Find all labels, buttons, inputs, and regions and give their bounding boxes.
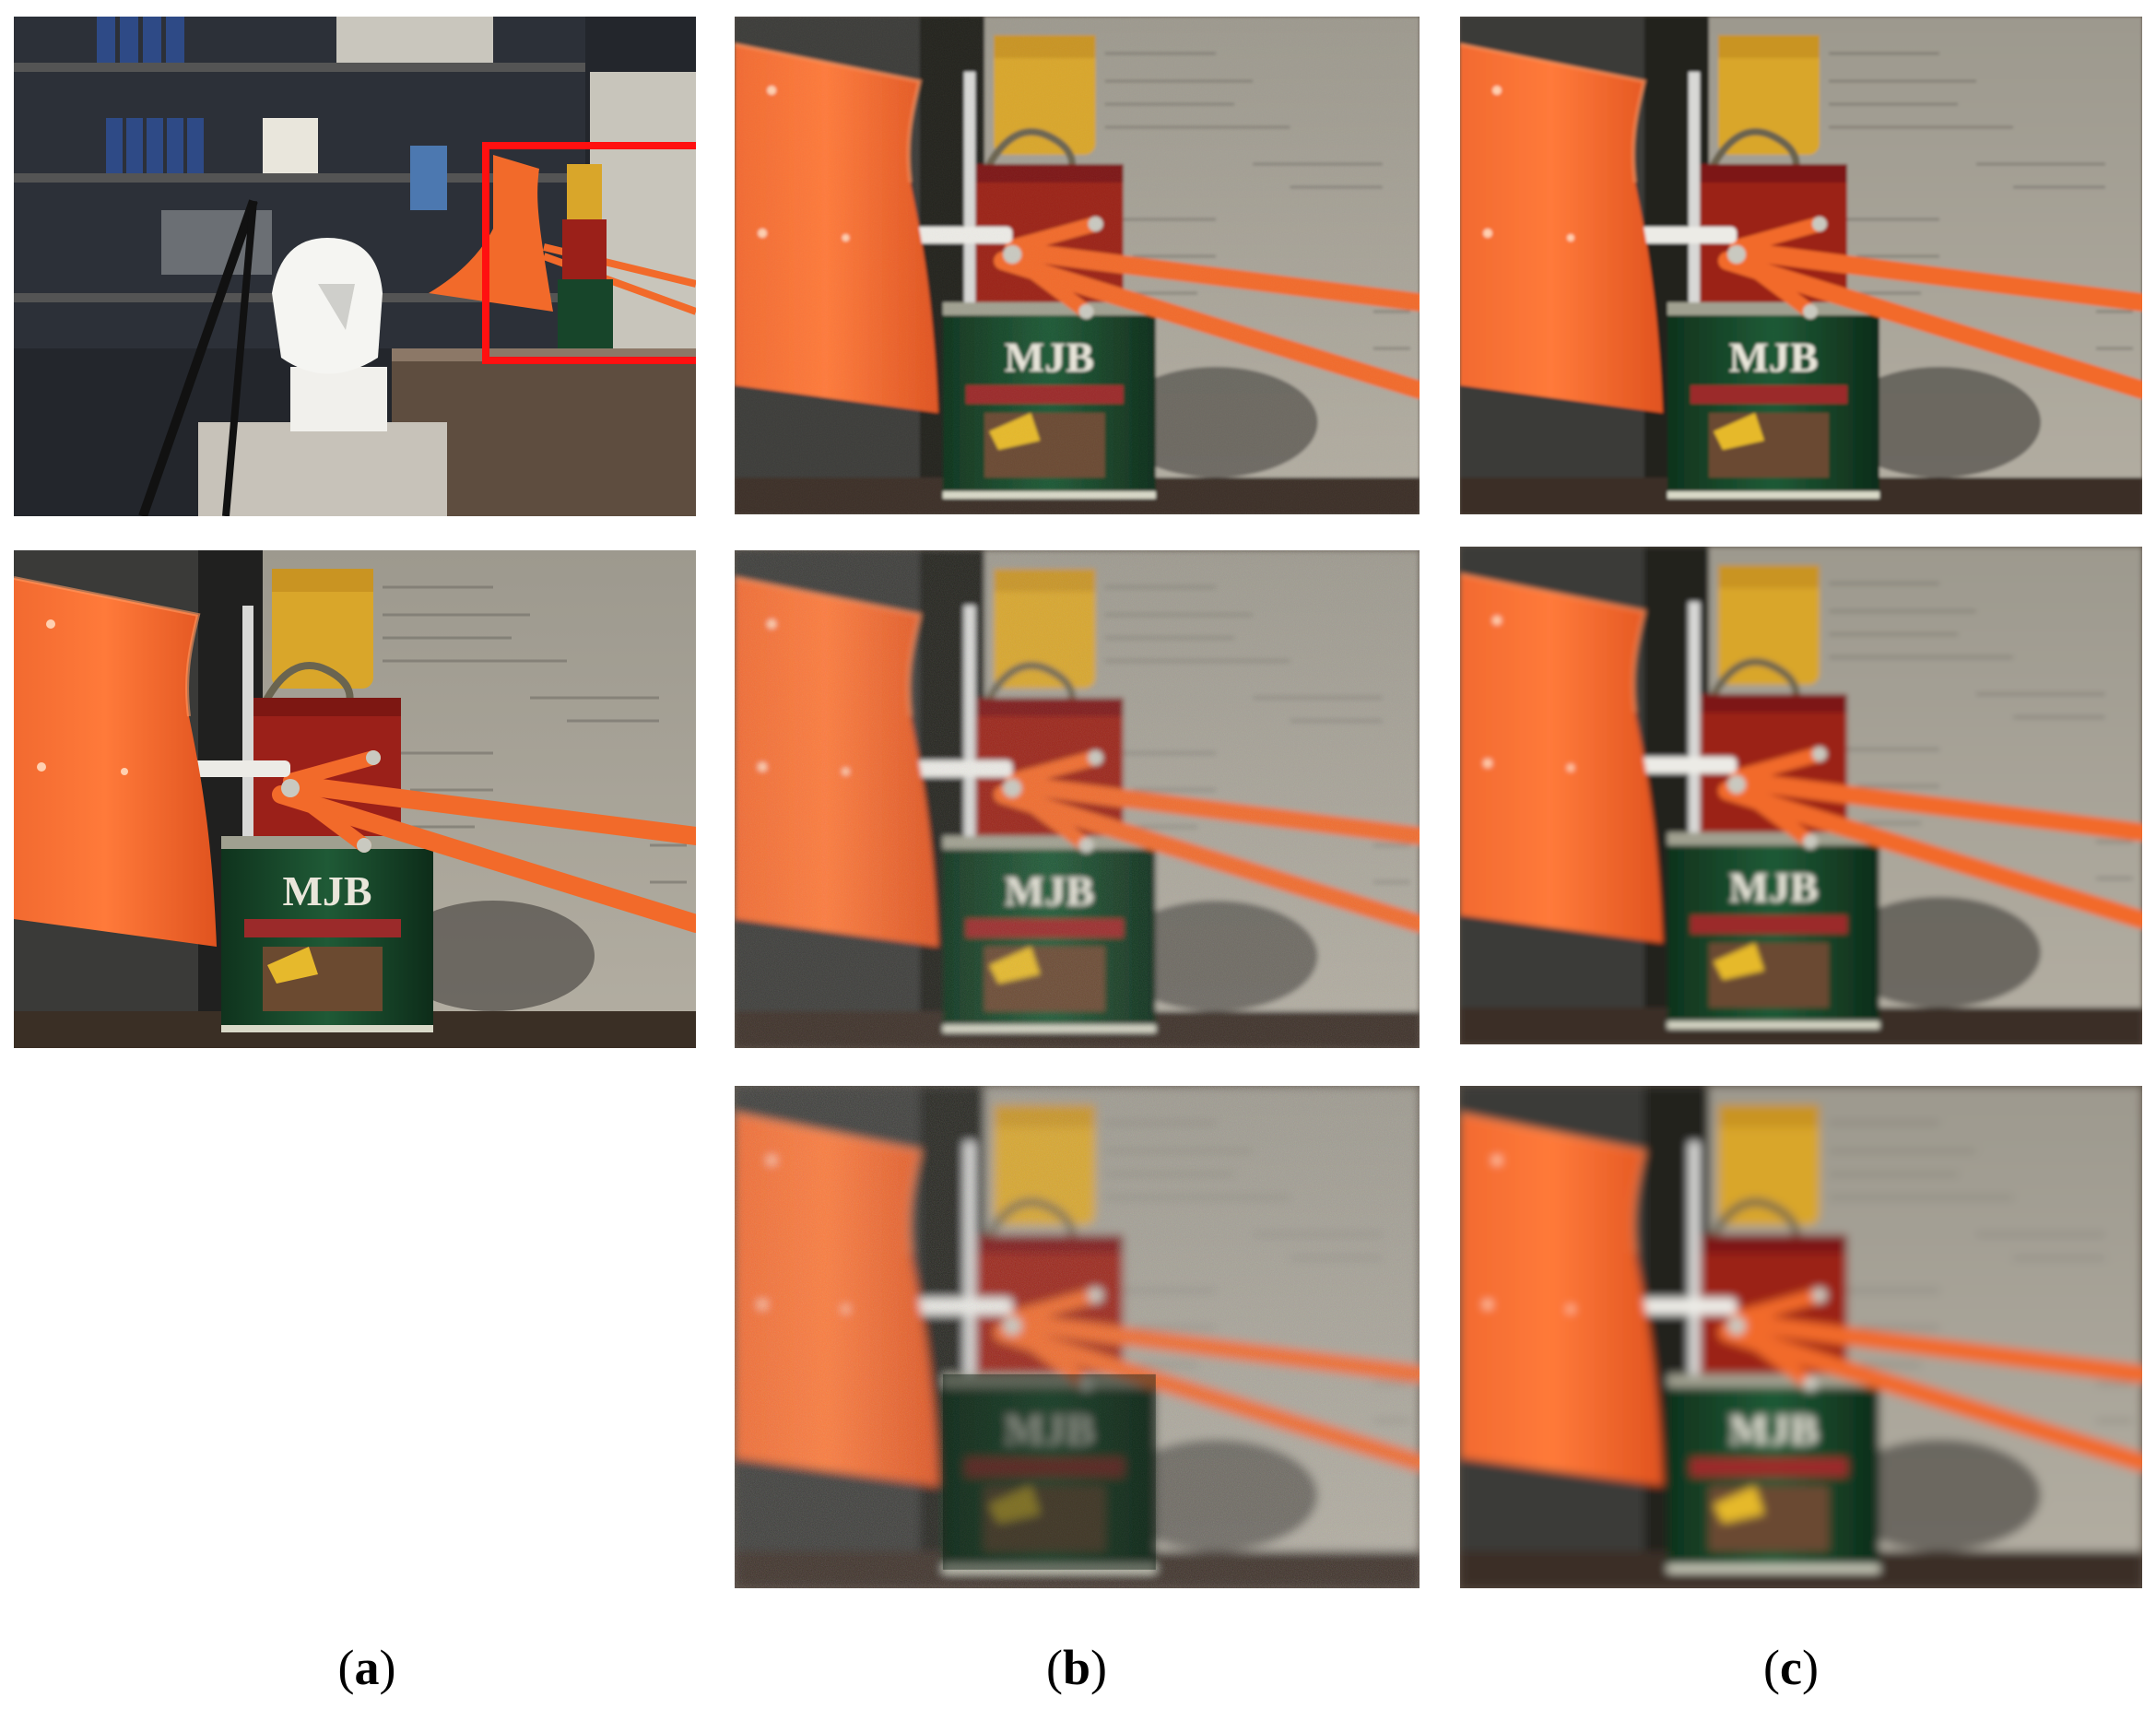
crop-b-middle-image [735, 550, 1420, 1048]
panel-c-middle [1460, 547, 2142, 1044]
crop-b-top-image [735, 17, 1420, 514]
caption-b: (b) [1045, 1640, 1107, 1695]
crop-b-bottom-image [735, 1086, 1420, 1588]
full-scene-image [14, 17, 696, 516]
panel-c-top [1460, 17, 2142, 514]
highlight-box [482, 142, 696, 364]
caption-c: (c) [1763, 1640, 1819, 1695]
crop-reference-image [14, 550, 696, 1048]
panel-b-top [735, 17, 1420, 514]
panel-a-middle [14, 550, 696, 1048]
crop-c-bottom-image [1460, 1086, 2142, 1588]
panel-c-bottom [1460, 1086, 2142, 1588]
panel-b-bottom [735, 1086, 1420, 1588]
panel-b-middle [735, 550, 1420, 1048]
crop-c-top-image [1460, 17, 2142, 514]
crop-c-middle-image [1460, 547, 2142, 1044]
caption-a: (a) [337, 1640, 396, 1695]
panel-a-top [14, 17, 696, 516]
